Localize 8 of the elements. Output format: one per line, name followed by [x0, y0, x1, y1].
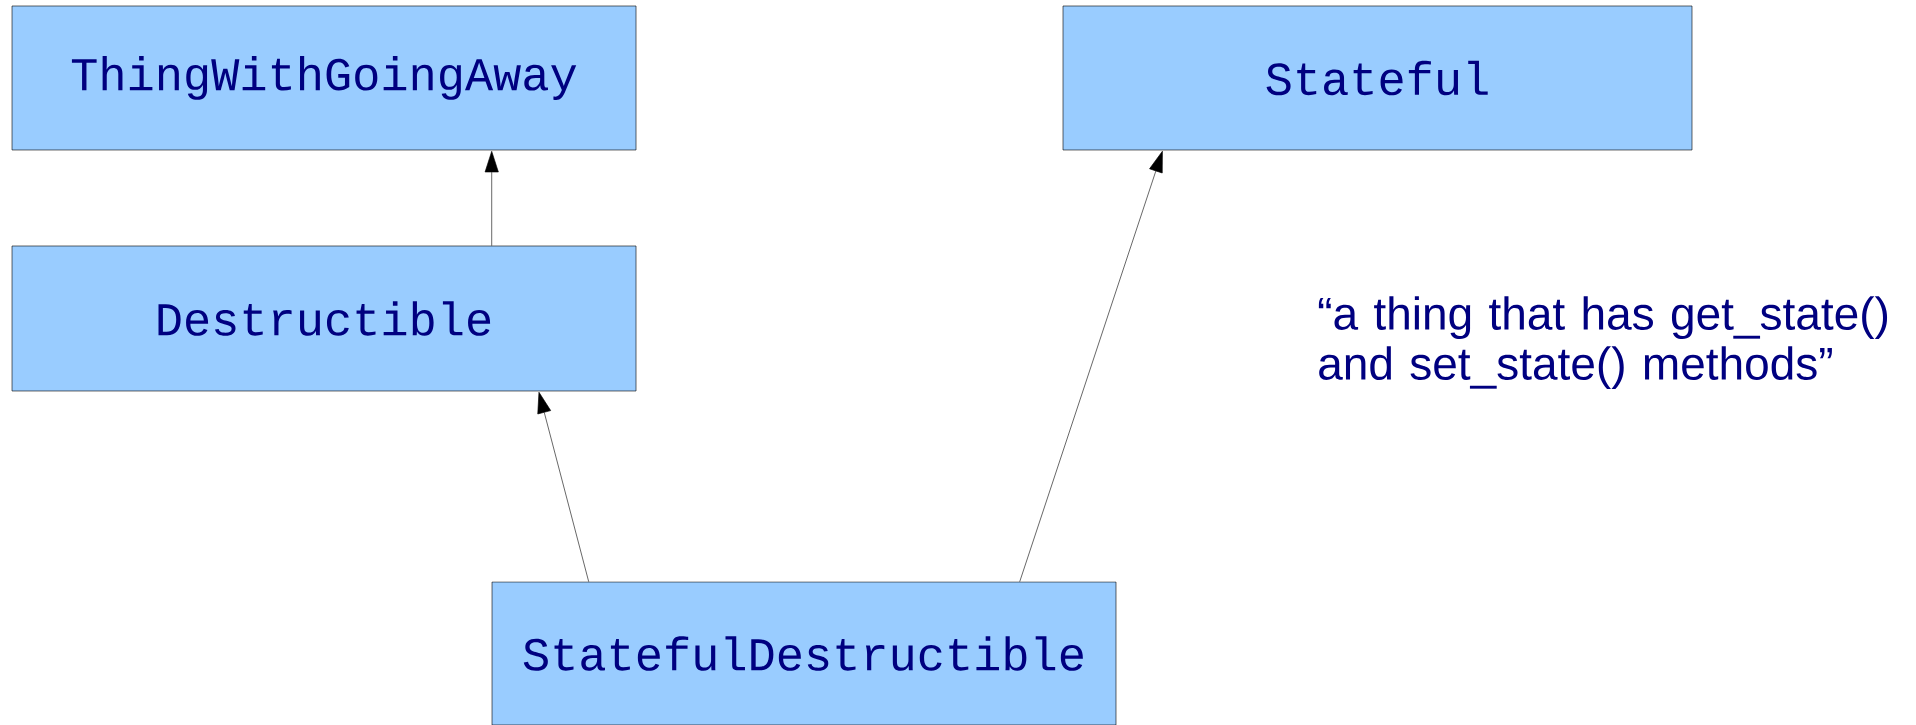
arrow [1019, 150, 1163, 582]
arrow [537, 391, 589, 582]
class-box: Stateful [1062, 5, 1693, 151]
arrow [484, 151, 499, 246]
note-text: “a thing that has get_state() and set_state() methods” [1318, 296, 1888, 390]
class-box: Destructible [11, 245, 637, 392]
class-box: ThingWithGoingAway [11, 5, 637, 151]
class-box: StatefulDestructible [491, 581, 1117, 725]
